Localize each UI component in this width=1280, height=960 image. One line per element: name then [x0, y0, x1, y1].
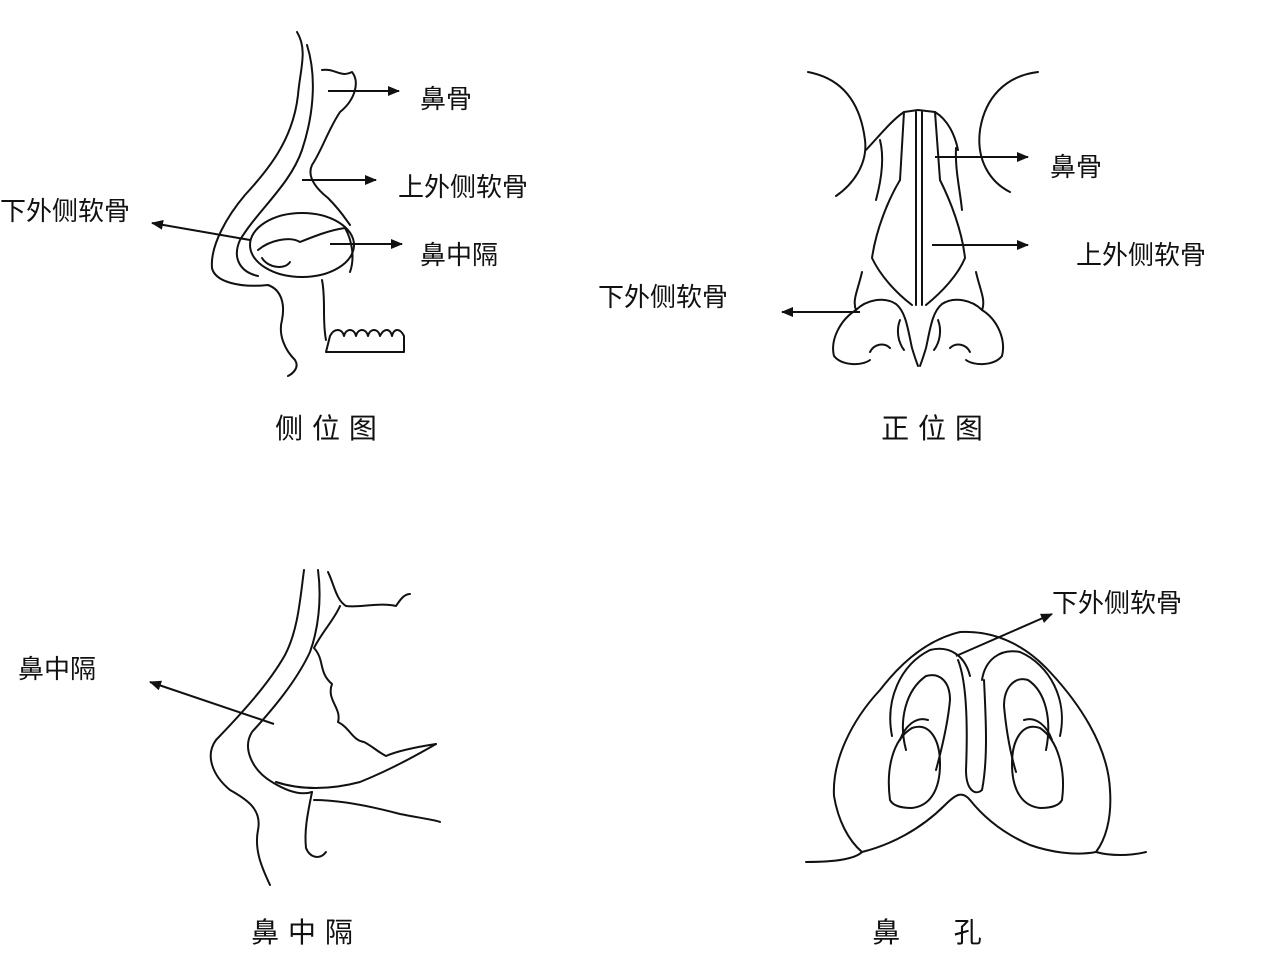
label-septum: 鼻中隔 [420, 241, 498, 271]
caption-frontal-view: 正 位 图 [881, 412, 983, 445]
lower-lateral-cartilage-arrow [151, 219, 251, 241]
septum-panel-label: 鼻中隔 [18, 655, 96, 685]
septum-panel-arrow [149, 680, 275, 725]
septum-drawing [209, 569, 441, 886]
lateral-view-panel: 鼻骨 上外侧软骨 下外侧软骨 鼻中隔 侧 位 图 [0, 31, 528, 445]
frontal-nose-drawing [807, 71, 1039, 367]
frontal-label-nasal-bone: 鼻骨 [1050, 153, 1102, 183]
septum-panel: 鼻中隔 鼻 中 隔 [18, 569, 441, 949]
nostril-label-lower-lateral-cartilage: 下外侧软骨 [1052, 589, 1182, 619]
lateral-nose-drawing [210, 31, 405, 377]
label-upper-lateral-cartilage: 上外侧软骨 [398, 173, 528, 203]
nostril-panel: 下外侧软骨 鼻 孔 [805, 589, 1182, 949]
caption-nostril: 鼻 孔 [872, 916, 981, 949]
label-lower-lateral-cartilage: 下外侧软骨 [0, 197, 130, 227]
nostril-drawing [805, 630, 1147, 863]
frontal-label-upper-lateral-cartilage: 上外侧软骨 [1076, 241, 1206, 271]
label-nasal-bone: 鼻骨 [420, 85, 472, 115]
frontal-label-lower-lateral-cartilage: 下外侧软骨 [598, 283, 728, 313]
nostril-lower-lateral-cartilage-arrow [955, 613, 1053, 657]
frontal-view-panel: 鼻骨 上外侧软骨 下外侧软骨 正 位 图 [598, 71, 1206, 445]
caption-septum: 鼻 中 隔 [251, 916, 353, 949]
caption-lateral-view: 侧 位 图 [275, 412, 377, 445]
